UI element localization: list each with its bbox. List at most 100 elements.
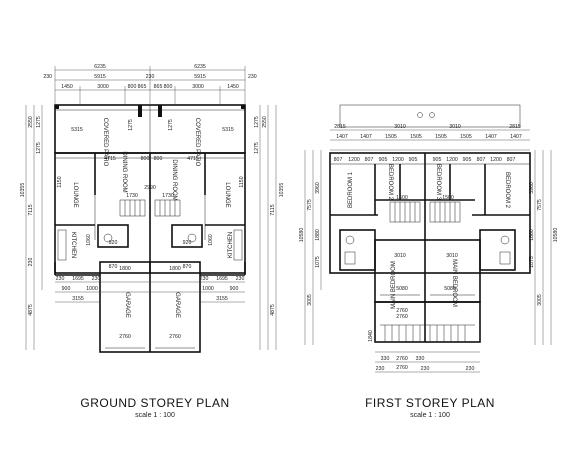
dim-ground-top-5: 230 bbox=[43, 74, 52, 80]
first-storey-plan: 2815 3010 3010 2815 1407 1407 1505 1505 … bbox=[299, 104, 559, 419]
dim-ground-bot-6: 1800 bbox=[169, 266, 181, 272]
room-garage-left: GARAGE bbox=[124, 292, 130, 318]
room-dining-left: DINING ROOM bbox=[121, 151, 127, 192]
dim-ground-in-12: 1150 bbox=[57, 176, 63, 187]
dim-ground-top-8: 1450 bbox=[61, 84, 73, 90]
room-covered-patio-right: COVERED PATIO bbox=[194, 118, 200, 167]
room-dining-right: DINING ROOM bbox=[171, 159, 177, 200]
dim-first-top-19: 905 bbox=[433, 157, 442, 163]
dim-ground-right-2: 2550 bbox=[262, 116, 268, 128]
room-kitchen-right: KITCHEN bbox=[228, 232, 234, 258]
dim-ground-bot-12: 1000 bbox=[86, 286, 98, 292]
dim-first-top-11: 1407 bbox=[485, 134, 497, 140]
dim-first-left-2: 7575 bbox=[307, 199, 313, 211]
dim-first-right-4: 1880 bbox=[529, 229, 535, 241]
dim-ground-in-20: 1275 bbox=[128, 119, 134, 131]
dim-first-right-2: 7575 bbox=[537, 199, 543, 211]
room-bedroom-3: BEDROOM 3 bbox=[435, 164, 441, 201]
dim-first-top-6: 1407 bbox=[360, 134, 372, 140]
dim-ground-in-2: 5315 bbox=[222, 127, 234, 133]
dim-ground-left-5: 7115 bbox=[28, 204, 34, 215]
dim-first-right-1: 3960 bbox=[529, 182, 535, 194]
room-garage-right: GARAGE bbox=[174, 292, 180, 318]
dim-first-right-6: 3005 bbox=[537, 294, 543, 306]
dim-ground-right-5: 7115 bbox=[270, 204, 276, 215]
dim-first-top-16: 905 bbox=[379, 157, 388, 163]
dim-first-top-4: 2815 bbox=[509, 124, 521, 130]
dim-ground-bot-4: 3155 bbox=[72, 296, 84, 302]
dim-first-top-18: 905 bbox=[409, 157, 418, 163]
first-plan-title: FIRST STOREY PLAN bbox=[365, 396, 495, 410]
dim-first-top-17: 1200 bbox=[392, 157, 404, 163]
dim-first-top-22: 807 bbox=[477, 157, 486, 163]
dim-ground-left-2: 2550 bbox=[28, 116, 34, 128]
dim-ground-in-9: 920 bbox=[183, 240, 192, 246]
dim-ground-left-7: 4875 bbox=[28, 304, 34, 316]
dim-first-in-6: 1500 bbox=[396, 195, 408, 201]
dim-first-bot-2: 1840 bbox=[368, 330, 374, 342]
dim-ground-top-7: 230 bbox=[248, 74, 257, 80]
dim-ground-bot-8: 230 bbox=[200, 276, 209, 282]
room-main-bedroom-right: MAIN BEDROOM bbox=[451, 259, 457, 307]
dim-ground-in-17: 2760 bbox=[169, 334, 181, 340]
dim-first-left-4: 1880 bbox=[315, 229, 321, 241]
dim-first-left-5: 1075 bbox=[315, 256, 321, 268]
dim-ground-bot-14: 900 bbox=[230, 286, 239, 292]
dim-ground-top-10: 800 bbox=[128, 84, 137, 90]
balcony-bottom bbox=[374, 301, 481, 343]
dim-ground-in-16: 2760 bbox=[119, 334, 131, 340]
dim-first-top-3: 3010 bbox=[449, 124, 461, 130]
dim-ground-in-4: 4715 bbox=[187, 156, 199, 162]
room-lounge-left: LOUNGE bbox=[72, 182, 78, 207]
dim-first-in-5: 2760 bbox=[396, 308, 408, 314]
dim-ground-top-3: 5915 bbox=[94, 74, 106, 80]
dim-ground-in-3: 4715 bbox=[104, 156, 116, 162]
dim-ground-left-4: 10355 bbox=[20, 183, 26, 198]
dim-ground-top-15: 1450 bbox=[227, 84, 239, 90]
dim-ground-in-6: 1730 bbox=[126, 193, 138, 199]
dim-ground-top-2: 6235 bbox=[194, 64, 206, 70]
dim-first-top-1: 2815 bbox=[334, 124, 346, 130]
dim-ground-bot-9: 1695 bbox=[216, 276, 228, 282]
dim-ground-bot-5: 1800 bbox=[119, 266, 131, 272]
dim-first-top-15: 807 bbox=[365, 157, 374, 163]
dim-first-bot-9: 230 bbox=[466, 366, 475, 372]
dim-first-top-14: 1200 bbox=[348, 157, 360, 163]
dim-ground-in-7: 1730 bbox=[162, 193, 174, 199]
dim-ground-top-4: 5915 bbox=[194, 74, 206, 80]
dim-ground-bot-2: 1695 bbox=[72, 276, 84, 282]
dim-first-top-5: 1407 bbox=[336, 134, 348, 140]
dim-ground-left-3: 1275 bbox=[36, 142, 42, 154]
room-bedroom-1: BEDROOM 1 bbox=[348, 171, 354, 208]
ground-plan-title: GROUND STOREY PLAN bbox=[80, 396, 229, 410]
dim-first-in-7: 1500 bbox=[442, 195, 454, 201]
dim-first-bot-1: 2760 bbox=[396, 314, 408, 320]
dim-first-left-1: 3960 bbox=[315, 182, 321, 194]
room-bedroom-2-right: BEDROOM 2 bbox=[504, 172, 510, 209]
dim-first-in-2: 3010 bbox=[446, 253, 458, 259]
dim-first-right-5: 1075 bbox=[529, 256, 535, 268]
balcony-roof bbox=[339, 104, 521, 128]
ground-plan-scale: scale 1 : 100 bbox=[135, 412, 175, 419]
dim-first-in-4: 5080 bbox=[444, 286, 456, 292]
dim-ground-top-14: 3000 bbox=[192, 84, 204, 90]
room-kitchen-left: KITCHEN bbox=[70, 232, 76, 258]
dim-first-top-2: 3010 bbox=[394, 124, 406, 130]
dim-ground-in-5: 2990 bbox=[144, 185, 156, 191]
dim-first-top-24: 807 bbox=[507, 157, 516, 163]
dim-ground-bot-7: 3155 bbox=[216, 296, 228, 302]
dim-first-left-6: 3005 bbox=[307, 294, 313, 306]
room-covered-patio-left: COVERED PATIO bbox=[102, 118, 108, 167]
dim-first-in-3: 5080 bbox=[396, 286, 408, 292]
dim-first-top-23: 1200 bbox=[490, 157, 502, 163]
dim-ground-top-13: 800 bbox=[164, 84, 173, 90]
dim-ground-top-6: 230 bbox=[146, 74, 155, 80]
dim-first-bot-7: 230 bbox=[421, 366, 430, 372]
dim-first-top-9: 1505 bbox=[435, 134, 447, 140]
dim-ground-top-12: 865 bbox=[154, 84, 163, 90]
ground-storey-plan: 6235 6235 5915 5915 230 230 230 1450 300… bbox=[20, 64, 285, 419]
dim-ground-in-1: 5315 bbox=[71, 127, 83, 133]
first-main-walls bbox=[329, 152, 531, 274]
dim-ground-in-13: 1150 bbox=[239, 176, 245, 187]
